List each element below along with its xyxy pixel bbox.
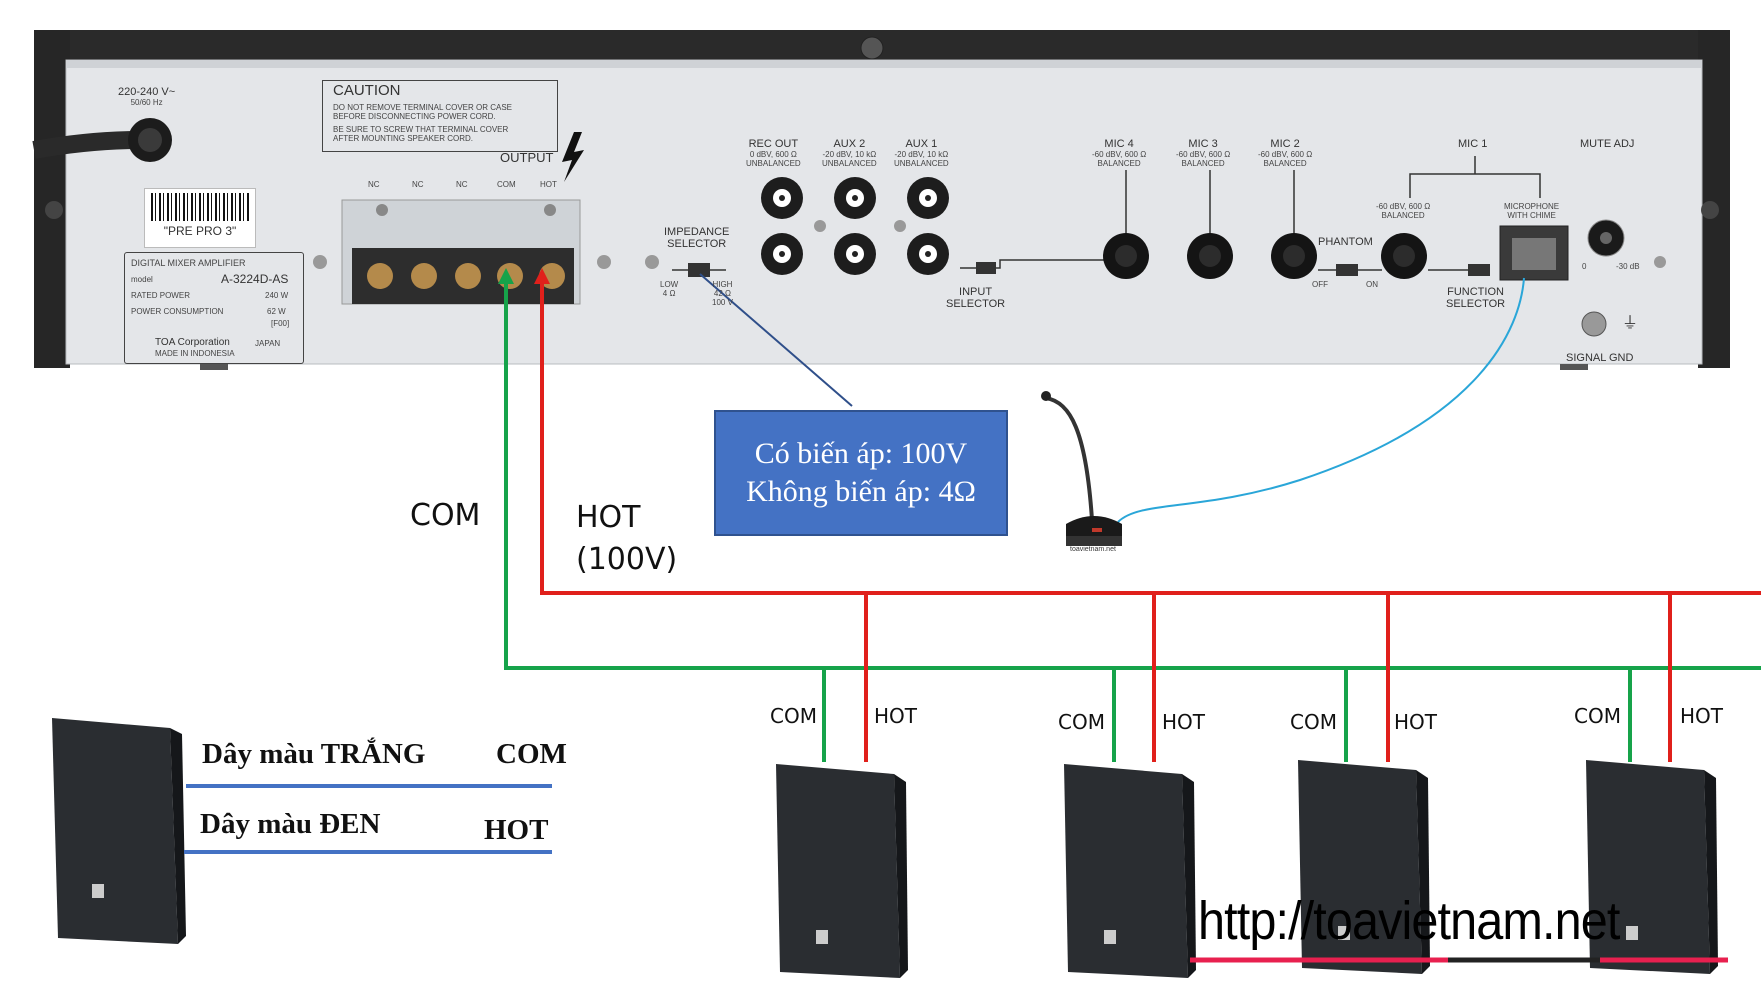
mute-min-label: 0 <box>1582 262 1587 271</box>
terminal-label-1: NC <box>368 180 380 189</box>
impedance-low-label: LOW 4 Ω <box>660 280 679 298</box>
mic4-label: MIC 4 -60 dBV, 600 Ω BALANCED <box>1092 138 1147 168</box>
com-wire-label: COM <box>410 498 481 533</box>
speaker-4-com-label: COM <box>1574 704 1621 728</box>
model-plate: DIGITAL MIXER AMPLIFIER model A-3224D-AS… <box>124 252 304 364</box>
phantom-label: PHANTOM <box>1318 236 1373 248</box>
speaker-2-hot-label: HOT <box>1162 710 1205 734</box>
speaker-3 <box>1298 760 1430 974</box>
aux1-label: AUX 1 -20 dBV, 10 kΩ UNBALANCED <box>894 138 949 168</box>
note-line-1: Có biến áp: 100V <box>754 437 968 470</box>
wire-com <box>498 268 1761 762</box>
mic1-label: MIC 1 <box>1458 138 1488 150</box>
terminal-label-2: NC <box>412 180 424 189</box>
speaker-terminal-block <box>313 199 611 305</box>
input-selector-label: INPUT SELECTOR <box>946 286 1006 310</box>
phantom-on-label: ON <box>1366 280 1378 289</box>
high-voltage-icon <box>562 132 584 182</box>
terminal-label-com: COM <box>497 180 516 189</box>
speaker-3-com-label: COM <box>1290 710 1337 734</box>
terminal-label-hot: HOT <box>540 180 557 189</box>
rec-out-label: REC OUT 0 dBV, 600 Ω UNBALANCED <box>746 138 801 168</box>
speaker-2-com-label: COM <box>1058 710 1105 734</box>
mic-chime-label: MICROPHONE WITH CHIME <box>1504 202 1560 220</box>
speaker-1-hot-label: HOT <box>874 704 917 728</box>
aux2-label: AUX 2 -20 dBV, 10 kΩ UNBALANCED <box>822 138 877 168</box>
mute-adj-label: MUTE ADJ <box>1580 138 1635 150</box>
mic2-label: MIC 2 -60 dBV, 600 Ω BALANCED <box>1258 138 1313 168</box>
power-cord <box>32 118 172 162</box>
website-watermark: http://toavietnam.net <box>1198 891 1620 951</box>
mic1-spec: -60 dBV, 600 Ω BALANCED <box>1376 202 1431 220</box>
mic-jacks <box>960 156 1666 337</box>
speaker-legend <box>52 718 186 944</box>
mute-max-label: -30 dB <box>1616 262 1640 271</box>
note-line-2: Không biến áp: 4Ω <box>746 475 976 508</box>
speaker-4-hot-label: HOT <box>1680 704 1723 728</box>
function-selector-label: FUNCTION SELECTOR <box>1446 286 1506 310</box>
caution-box: CAUTION DO NOT REMOVE TERMINAL COVER OR … <box>322 80 558 152</box>
rca-jacks <box>761 177 949 275</box>
hot-voltage-label: (100V) <box>576 542 678 577</box>
amplifier-rear-panel <box>34 30 1730 370</box>
terminal-label-3: NC <box>456 180 468 189</box>
mic3-label: MIC 3 -60 dBV, 600 Ω BALANCED <box>1176 138 1231 168</box>
output-label: OUTPUT <box>500 150 554 165</box>
legend-white-role: COM <box>496 738 567 770</box>
barcode-label: "PRE PRO 3" <box>144 188 256 248</box>
legend-black-role: HOT <box>484 814 549 846</box>
impedance-selector-label: IMPEDANCE SELECTOR <box>664 226 730 250</box>
speaker-1 <box>776 764 908 978</box>
speaker-2 <box>1064 764 1196 978</box>
ground-icon: ⏚ <box>1622 315 1639 332</box>
impedance-note-box: Có biến áp: 100V Không biến áp: 4Ω <box>714 410 1008 536</box>
speaker-1-com-label: COM <box>770 704 817 728</box>
legend-white-wire: Dây màu TRẮNG <box>202 738 426 770</box>
note-pointer-line <box>699 273 853 407</box>
impedance-switch <box>645 255 726 277</box>
hot-wire-label: HOT <box>576 500 641 535</box>
mic-watermark: toavietnam.net <box>1070 546 1116 553</box>
legend-black-wire: Dây màu ĐEN <box>200 808 381 840</box>
speaker-4 <box>1586 760 1718 974</box>
phantom-off-label: OFF <box>1312 280 1328 289</box>
signal-gnd-label: SIGNAL GND <box>1566 352 1634 364</box>
impedance-high-label: HIGH 42 Ω 100 V <box>712 280 733 307</box>
desk-microphone <box>1041 277 1525 546</box>
wire-hot <box>534 268 1761 762</box>
power-rating-label: 220-240 V~ 50/60 Hz <box>118 86 176 107</box>
caution-title: CAUTION <box>333 82 401 99</box>
speaker-3-hot-label: HOT <box>1394 710 1437 734</box>
